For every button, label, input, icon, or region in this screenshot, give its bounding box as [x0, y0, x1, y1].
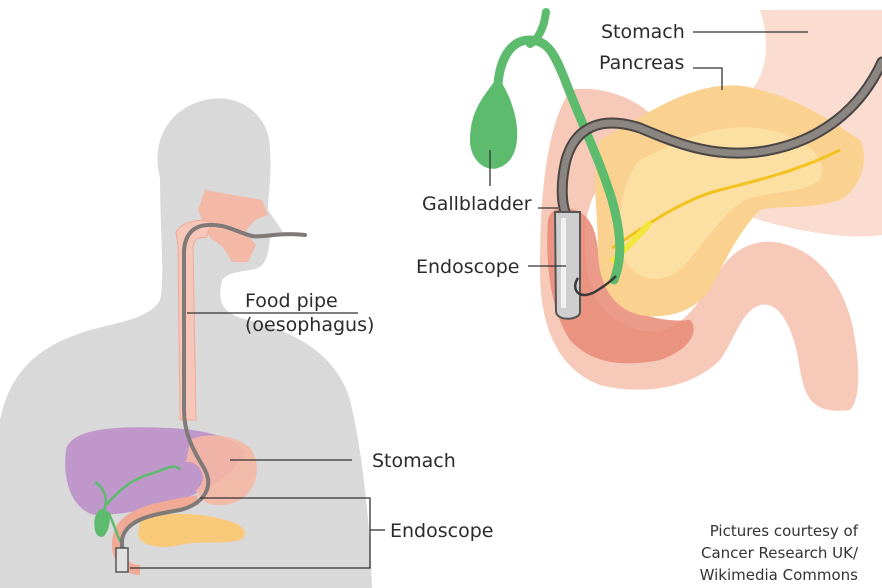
- label-food-pipe: Food pipe: [245, 290, 338, 312]
- label-endoscope-left: Endoscope: [390, 520, 493, 542]
- image-credit: Pictures courtesy of Cancer Research UK/…: [700, 520, 858, 586]
- label-pancreas: Pancreas: [599, 52, 684, 74]
- label-stomach-right: Stomach: [601, 21, 685, 43]
- gallbladder-right: [470, 80, 517, 169]
- endoscope-tip-left: [116, 548, 128, 572]
- credit-line-2: Cancer Research UK/: [700, 542, 858, 564]
- human-body-figure: [0, 98, 385, 588]
- label-oesophagus: (oesophagus): [245, 314, 374, 336]
- label-gallbladder: Gallbladder: [422, 193, 532, 215]
- label-endoscope-right: Endoscope: [416, 256, 519, 278]
- credit-line-3: Wikimedia Commons: [700, 564, 858, 586]
- endoscope-head-shine: [561, 218, 566, 308]
- credit-line-1: Pictures courtesy of: [700, 520, 858, 542]
- label-stomach-left: Stomach: [372, 450, 456, 472]
